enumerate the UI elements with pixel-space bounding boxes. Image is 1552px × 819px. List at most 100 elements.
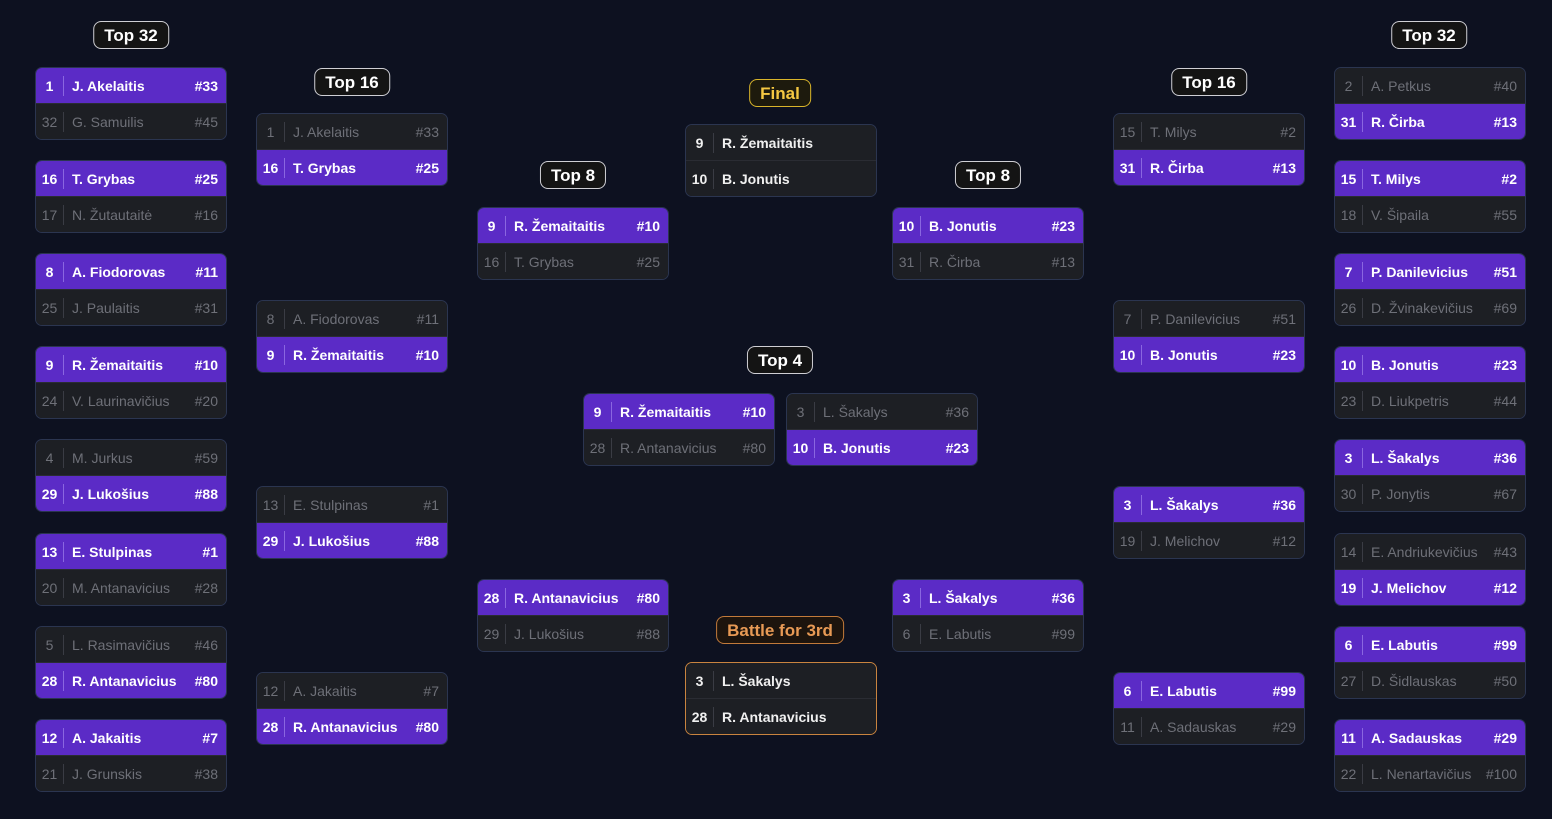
player-name: B. Jonutis [823,439,891,456]
player-seed: 1 [36,75,64,96]
round-label-top16-left: Top 16 [314,68,390,96]
player-seed: 15 [1335,168,1363,189]
